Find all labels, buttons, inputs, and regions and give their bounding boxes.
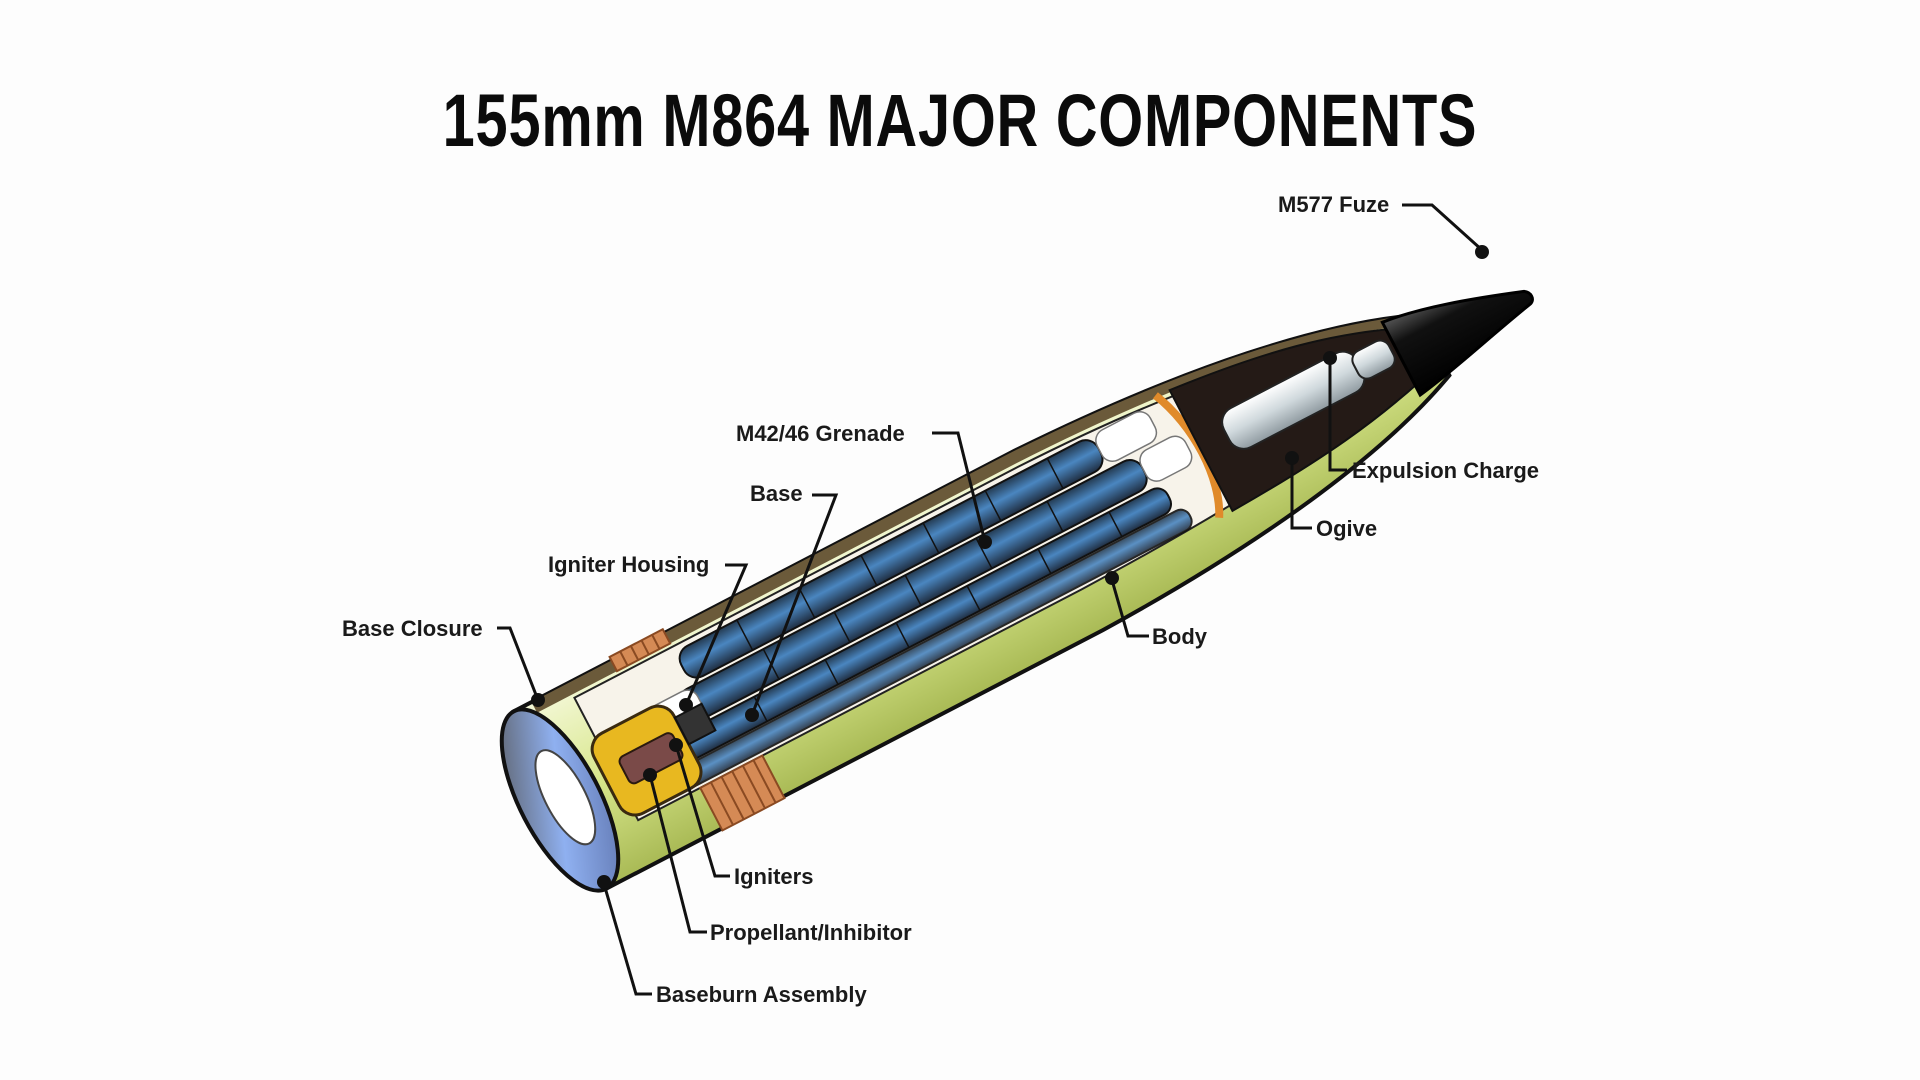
label-body: Body: [1152, 624, 1208, 649]
projectile: [499, 289, 1534, 893]
rotating-band-lower: [698, 754, 786, 832]
label-propellant-inhibitor: Propellant/Inhibitor: [710, 920, 912, 945]
component-labels: M577 Fuze Expulsion Charge Ogive M42/46 …: [342, 192, 1539, 1007]
fuze: [1380, 289, 1534, 398]
label-base-closure: Base Closure: [342, 616, 483, 641]
label-igniter-housing: Igniter Housing: [548, 552, 709, 577]
label-expulsion-charge: Expulsion Charge: [1352, 458, 1539, 483]
label-m577-fuze: M577 Fuze: [1278, 192, 1389, 217]
base-opening: [534, 749, 597, 846]
label-igniters: Igniters: [734, 864, 813, 889]
diagram-title: 155mm M864 MAJOR COMPONENTS: [442, 79, 1478, 162]
label-m42-46-grenade: M42/46 Grenade: [736, 421, 905, 446]
label-ogive: Ogive: [1316, 516, 1377, 541]
label-baseburn-assembly: Baseburn Assembly: [656, 982, 867, 1007]
baseburn-internals: [590, 702, 717, 817]
leader-lines: [497, 203, 1489, 996]
rotating-band-upper: [608, 627, 672, 673]
grenade-stack: [615, 411, 1193, 793]
label-base: Base: [750, 481, 803, 506]
